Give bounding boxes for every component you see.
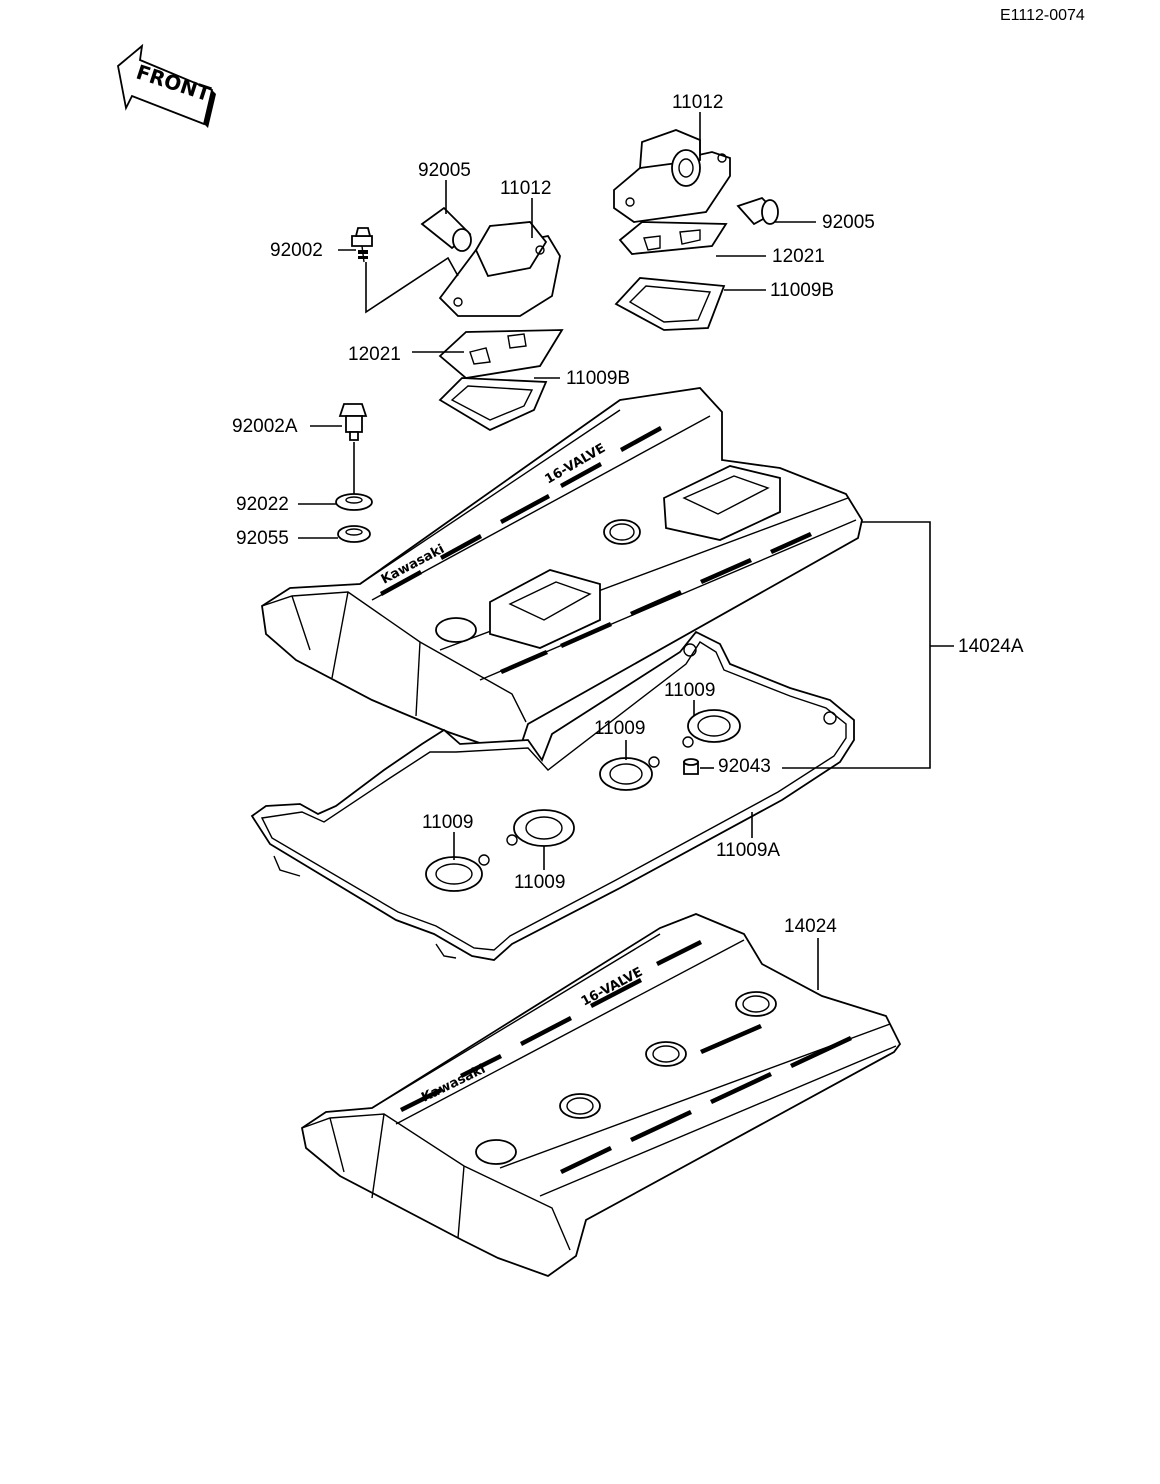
- bolt-washer-stack: [335, 403, 373, 543]
- document-code: E1112-0074: [1000, 7, 1085, 24]
- callout-11012-left: 11012: [500, 178, 551, 199]
- callout-labels: 11012 11012 92005 92005 92002 12021 1202…: [232, 92, 1024, 937]
- front-arrow-icon: FRONT: [117, 43, 216, 128]
- callout-14024: 14024: [784, 916, 837, 937]
- dowel-pin-92043: [683, 758, 699, 775]
- reed-valve-assembly-left: [351, 206, 564, 432]
- reed-valve-assembly-right: [613, 129, 779, 331]
- callout-92043: 92043: [718, 756, 771, 777]
- callout-92005-left: 92005: [418, 160, 471, 181]
- callout-11009-upper-mid: 11009: [594, 718, 645, 739]
- callout-12021-right: 12021: [772, 246, 825, 267]
- callout-11009b-right: 11009B: [770, 280, 834, 301]
- cylinder-head-cover-14024: Kawasaki 16-VALVE: [300, 913, 902, 1278]
- callout-11009-lower-mid: 11009: [514, 872, 565, 893]
- callout-12021-left: 12021: [348, 344, 401, 365]
- callout-11009-lower-left: 11009: [422, 812, 473, 833]
- leader-lines: [298, 112, 954, 990]
- callout-92005-right: 92005: [822, 212, 875, 233]
- callout-11012-right: 11012: [672, 92, 723, 113]
- cylinder-head-cover-14024a: Kawasaki 16-VALVE: [261, 387, 863, 751]
- callout-92055: 92055: [236, 528, 289, 549]
- callout-92022: 92022: [236, 494, 289, 515]
- callout-11009b-left: 11009B: [566, 368, 630, 389]
- callout-11009a: 11009A: [716, 840, 780, 861]
- callout-92002a: 92002A: [232, 416, 298, 437]
- plug-hole-seals: [425, 709, 741, 892]
- callout-14024a: 14024A: [958, 636, 1024, 657]
- callout-92002: 92002: [270, 240, 323, 261]
- callout-11009-upper-right: 11009: [664, 680, 715, 701]
